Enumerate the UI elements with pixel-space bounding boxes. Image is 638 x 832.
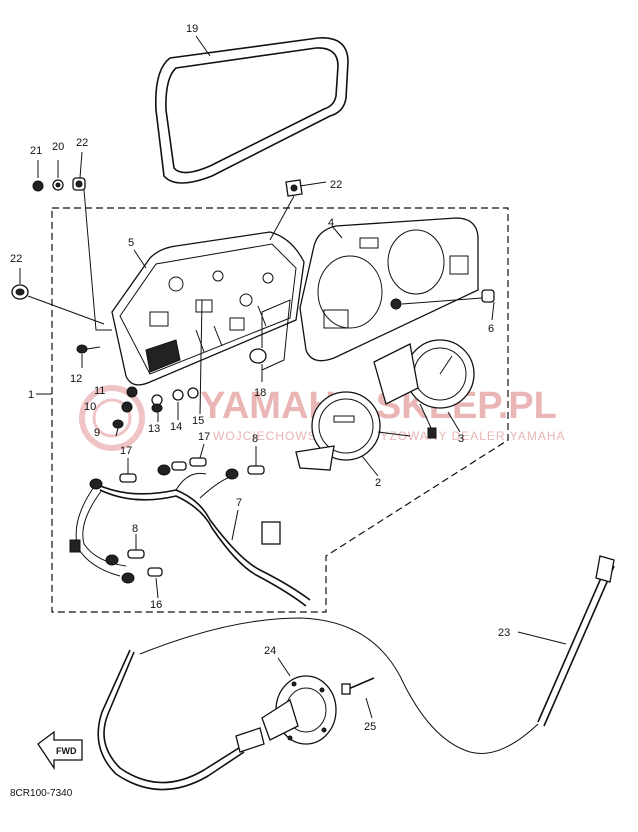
- part-2-speedometer: [295, 391, 411, 471]
- callout-7: 7: [236, 497, 242, 509]
- part-5-meter-housing: [111, 231, 305, 386]
- part-17-bulb-right: [171, 457, 207, 471]
- watermark-logo-ring: [92, 398, 132, 438]
- part-25-pin: [341, 677, 375, 695]
- callout-13: 13: [148, 423, 160, 435]
- callout-14: 14: [170, 421, 182, 433]
- callout-25: 25: [364, 721, 376, 733]
- callout-6: 6: [488, 323, 494, 335]
- part-8-bulb-top: [247, 465, 265, 475]
- part-22-grommet-left: [11, 284, 29, 300]
- callout-4: 4: [328, 217, 334, 229]
- diagram-code: 8CR100-7340: [10, 788, 73, 799]
- part-16-bulb: [147, 567, 163, 577]
- part-9-screw: [112, 419, 124, 437]
- part-10-washer: [121, 401, 133, 413]
- callout-24: 24: [264, 645, 276, 657]
- part-14-socket: [172, 389, 184, 401]
- part-17-bulb-left: [119, 473, 137, 483]
- callout-11: 11: [94, 385, 105, 397]
- callout-18: 18: [254, 387, 266, 399]
- callout-labels: 1 2 3 4 5 6 7 8 8 9 10 11 12 13 14 15 16…: [10, 23, 510, 733]
- assembly-boundary: [51, 207, 509, 613]
- callout-15: 15: [192, 415, 204, 427]
- part-6-cap: [390, 289, 495, 310]
- part-3-tachometer: [373, 339, 475, 439]
- part-24-drive-gear: [261, 675, 337, 745]
- leader-lines: [19, 35, 567, 719]
- callout-8a: 8: [252, 433, 258, 445]
- callout-22a: 22: [76, 137, 88, 149]
- callout-16: 16: [150, 599, 162, 611]
- callout-21: 21: [30, 145, 42, 157]
- part-13-socket: [151, 394, 163, 413]
- part-18-cap: [249, 348, 267, 364]
- callout-17b: 17: [198, 431, 210, 443]
- part-4-meter-case: [299, 217, 479, 362]
- part-11-nut: [126, 386, 138, 398]
- callout-17a: 17: [120, 445, 132, 457]
- callout-8b: 8: [132, 523, 138, 535]
- fwd-label: FWD: [56, 746, 77, 756]
- callout-9: 9: [94, 427, 100, 439]
- callout-10: 10: [84, 401, 96, 413]
- fwd-arrow-icon: FWD: [37, 730, 83, 771]
- callout-22c: 22: [10, 253, 22, 265]
- callout-22b: 22: [330, 179, 342, 191]
- watermark-sub: WOJCIECHOWSKI AUTORYZOWANY DEALER YAMAHA: [213, 429, 566, 443]
- part-7-wire-harness: [69, 464, 311, 607]
- part-22-grommet-top: [72, 177, 86, 191]
- part-19-gasket: [154, 37, 349, 184]
- part-15-socket: [187, 387, 199, 399]
- callout-3: 3: [458, 433, 464, 445]
- callout-1: 1: [28, 389, 34, 401]
- callout-20: 20: [52, 141, 64, 153]
- part-8-bulb-bottom: [127, 549, 145, 559]
- part-23-cable: [97, 555, 615, 791]
- part-22-grommet-right: [285, 179, 303, 197]
- part-20-washer: [52, 179, 64, 191]
- callout-2: 2: [375, 477, 381, 489]
- callout-23: 23: [498, 627, 510, 639]
- part-12-screw: [76, 344, 101, 354]
- callout-19: 19: [186, 23, 198, 35]
- callout-12: 12: [70, 373, 82, 385]
- watermark-logo-icon: [79, 385, 145, 451]
- part-21-nut: [32, 180, 44, 192]
- callout-5: 5: [128, 237, 134, 249]
